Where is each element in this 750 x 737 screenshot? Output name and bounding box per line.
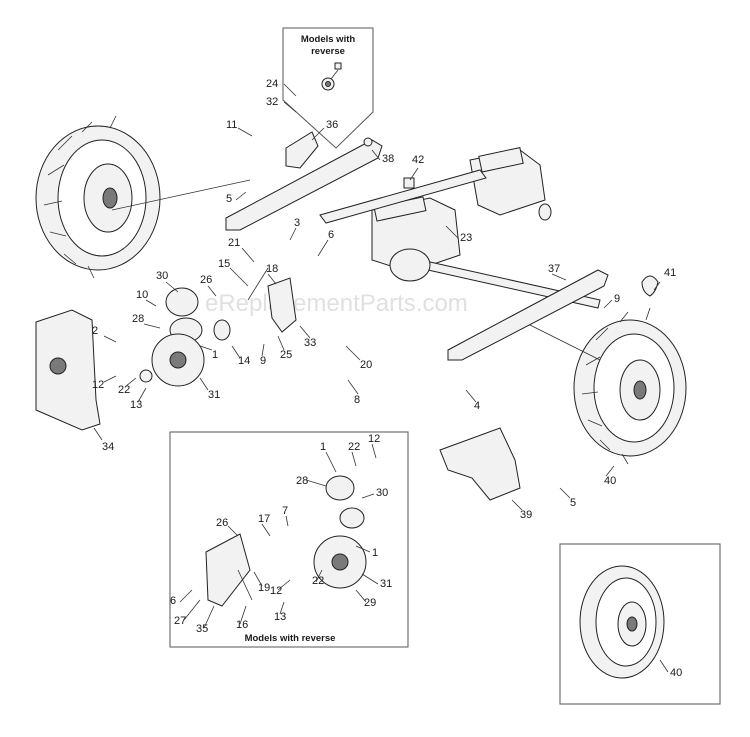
- pulley-assembly: [139, 267, 297, 387]
- inset-label-1b: 1: [372, 547, 378, 559]
- label-21a: 21: [228, 237, 240, 249]
- label-14: 14: [238, 355, 250, 367]
- reverse-inset: Models with reverse: [169, 431, 409, 648]
- label-1a: 1: [212, 349, 218, 361]
- wheel-inset-label-40: 40: [670, 667, 682, 679]
- label-39: 39: [520, 509, 532, 521]
- label-9b: 9: [614, 293, 620, 305]
- label-2: 2: [92, 325, 98, 337]
- label-31a: 31: [208, 389, 220, 401]
- label-32: 32: [266, 96, 278, 108]
- reverse-callout-top: Models with reverse: [282, 27, 374, 149]
- callout-title-line2: reverse: [311, 46, 345, 57]
- inset-label-30: 30: [376, 487, 388, 499]
- label-10: 10: [136, 289, 148, 301]
- inset-label-7: 7: [282, 505, 288, 517]
- label-5a: 5: [226, 193, 232, 205]
- label-9a: 9: [260, 355, 266, 367]
- label-8: 8: [354, 394, 360, 406]
- leader-lines: [93, 83, 669, 673]
- inset-label-28: 28: [296, 475, 308, 487]
- inset-label-6: 6: [170, 595, 176, 607]
- belt-guard-34: [35, 309, 101, 431]
- inset-label-22: 22: [348, 441, 360, 453]
- label-25: 25: [280, 349, 292, 361]
- label-33: 33: [304, 337, 316, 349]
- inset-label-12: 12: [368, 433, 380, 445]
- label-26a: 26: [200, 274, 212, 286]
- label-4: 4: [474, 400, 480, 412]
- inset-label-16: 16: [236, 619, 248, 631]
- frame-rail-37: [447, 269, 609, 361]
- label-11: 11: [226, 119, 237, 131]
- inset-label-31: 31: [380, 578, 392, 590]
- label-3: 3: [294, 217, 300, 229]
- label-42: 42: [412, 154, 424, 166]
- label-37: 37: [548, 263, 560, 275]
- label-34: 34: [102, 441, 114, 453]
- label-15: 15: [218, 258, 230, 270]
- inset-title: Models with reverse: [245, 633, 336, 644]
- wheel-inset: [559, 543, 721, 705]
- label-5b: 5: [570, 497, 576, 509]
- label-41: 41: [664, 267, 676, 279]
- inset-label-13: 13: [274, 611, 286, 623]
- part-labels: 24 32 11 36 38 42 5 3 6 23 21 15 18 30 2…: [92, 78, 682, 679]
- label-36: 36: [326, 119, 338, 131]
- label-12a: 12: [92, 379, 104, 391]
- label-18: 18: [266, 263, 278, 275]
- label-24: 24: [266, 78, 278, 90]
- inset-label-19: 19: [258, 582, 270, 594]
- inset-label-12b: 12: [270, 585, 282, 597]
- transmission: [319, 147, 601, 309]
- label-22a: 22: [118, 384, 130, 396]
- shield-39: [439, 427, 521, 501]
- left-tire: [35, 115, 251, 279]
- inset-label-26: 26: [216, 517, 228, 529]
- label-30a: 30: [156, 270, 168, 282]
- label-13a: 13: [130, 399, 142, 411]
- label-40a: 40: [604, 475, 616, 487]
- callout-title-line1: Models with: [301, 34, 356, 45]
- inset-label-1: 1: [320, 441, 326, 453]
- inset-label-29: 29: [364, 597, 376, 609]
- label-38: 38: [382, 153, 394, 165]
- label-6a: 6: [328, 229, 334, 241]
- label-28a: 28: [132, 313, 144, 325]
- inset-label-27: 27: [174, 615, 186, 627]
- label-20: 20: [360, 359, 372, 371]
- bracket-36: [285, 131, 319, 169]
- watermark: eReplacementParts.com: [205, 290, 468, 317]
- inset-label-35: 35: [196, 623, 208, 635]
- label-23: 23: [460, 232, 472, 244]
- inset-label-17: 17: [258, 513, 270, 525]
- clip-41: [641, 275, 659, 297]
- right-tire: [519, 307, 687, 465]
- inset-label-22b: 22: [312, 575, 324, 587]
